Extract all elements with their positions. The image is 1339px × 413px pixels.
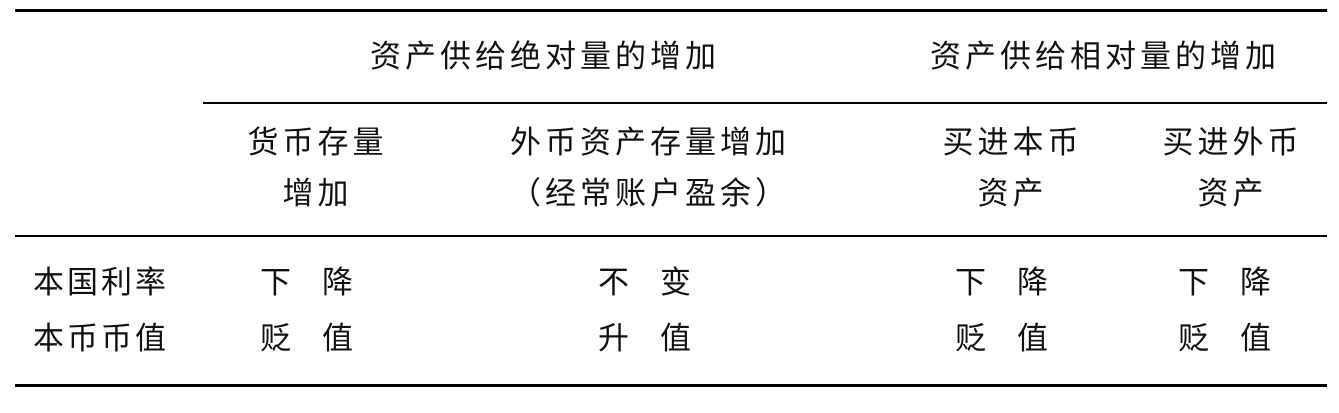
group-header-relative: 资产供给相对量的增加: [930, 39, 1280, 75]
cell-value: 贬 值: [260, 321, 353, 357]
cell-value: 下 降: [1178, 265, 1271, 301]
group-header-rule: [203, 102, 1327, 104]
top-rule: [15, 9, 1327, 12]
row-label-interest-rate: 本国利率: [33, 265, 169, 301]
bottom-rule: [15, 384, 1327, 387]
cell-value: 下 降: [260, 265, 353, 301]
cell-value: 贬 值: [1178, 321, 1271, 357]
cell-value: 升 值: [598, 321, 691, 357]
header-bottom-rule: [15, 235, 1327, 237]
cell-value: 下 降: [955, 265, 1048, 301]
group-header-absolute: 资产供给绝对量的增加: [370, 39, 720, 75]
row-label-currency-value: 本币币值: [33, 321, 169, 357]
cell-value: 不 变: [598, 265, 691, 301]
cell-value: 贬 值: [955, 321, 1048, 357]
